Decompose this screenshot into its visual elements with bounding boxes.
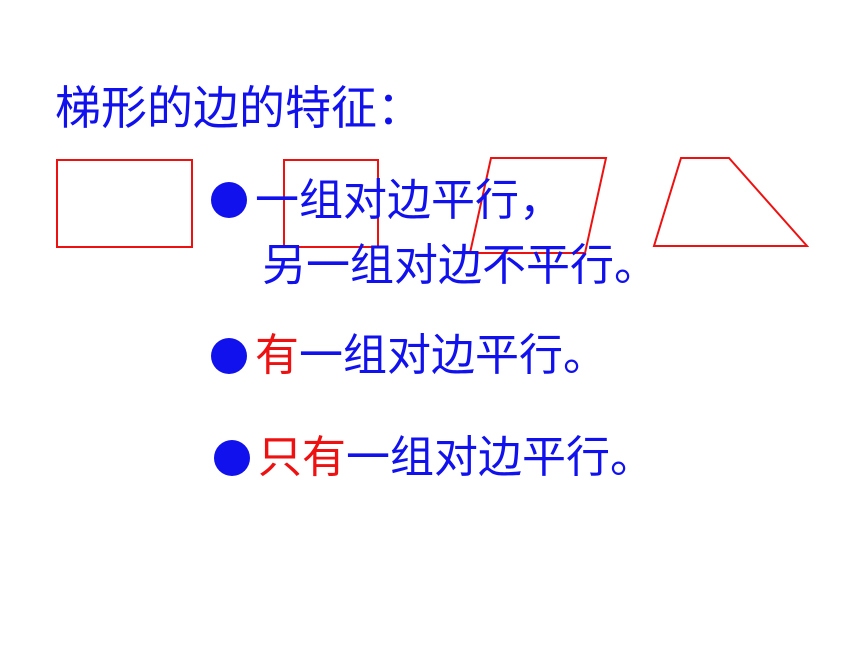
- rectangle-shape: [56, 159, 193, 248]
- bullet-1-line-1: 一组对边平行，: [255, 175, 563, 226]
- trapezoid-shape: [652, 157, 810, 247]
- bullet-2-text: 有一组对边平行。: [255, 330, 607, 382]
- bullet-3-emphasis: 只有: [258, 432, 346, 483]
- bullet-circle-icon: [214, 440, 250, 476]
- bullet-circle-icon: [211, 182, 247, 218]
- bullet-2-emphasis: 有: [255, 330, 299, 381]
- bullet-circle-icon: [211, 338, 247, 374]
- bullet-2-rest: 一组对边平行。: [299, 330, 607, 381]
- bullet-3-rest: 一组对边平行。: [346, 432, 654, 483]
- square-shape: [283, 159, 379, 248]
- slide-title: 梯形的边的特征：: [55, 81, 423, 135]
- bullet-3-text: 只有一组对边平行。: [258, 432, 654, 484]
- bullet-1-line-2: 另一组对边不平行。: [262, 240, 658, 291]
- parallelogram-shape: [468, 157, 608, 254]
